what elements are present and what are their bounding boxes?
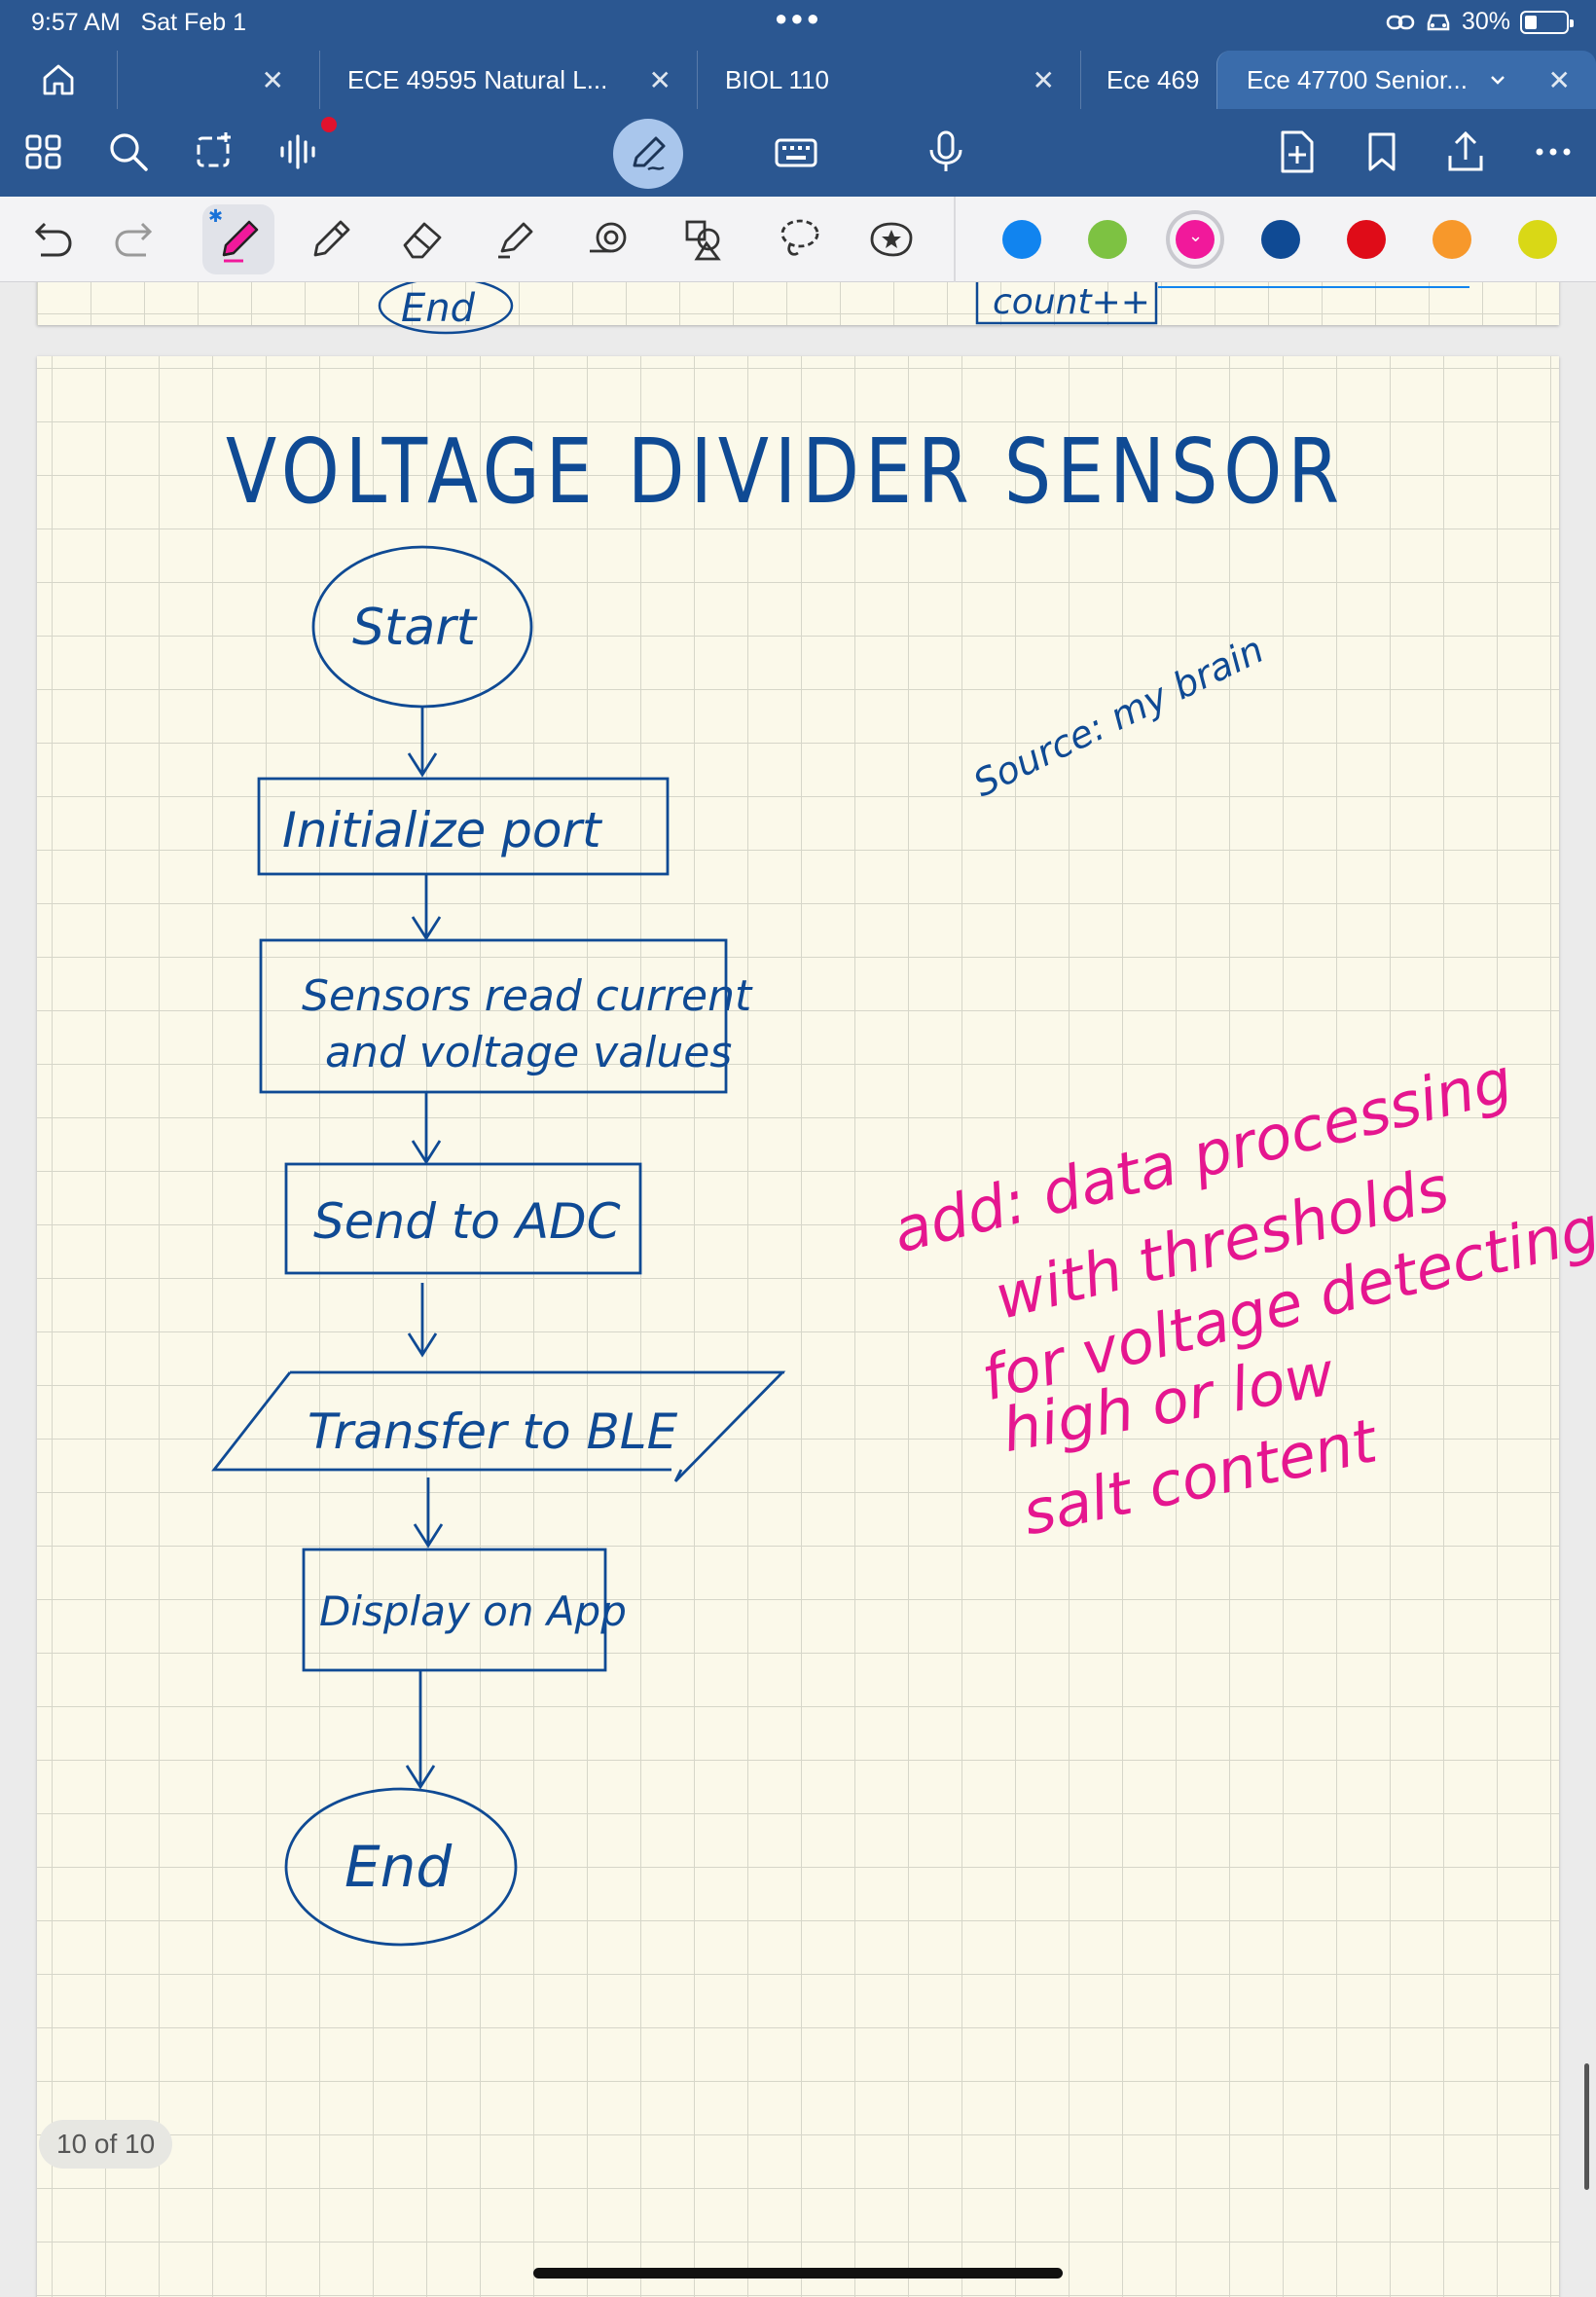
tab-biol-110[interactable]: BIOL 110 ✕ (697, 51, 1080, 109)
tab-ece-469[interactable]: Ece 469 (1080, 51, 1215, 109)
color-swatch-yellow[interactable] (1518, 220, 1557, 259)
status-date: Sat Feb 1 (140, 9, 246, 36)
pen-tool-active[interactable]: ✱ (202, 204, 274, 274)
pen-toolbar: ✱ ⌄ (0, 197, 1596, 282)
app-chrome: 9:57 AM Sat Feb 1 ●●● 30% ✕ ECE 49595 Na… (0, 0, 1596, 197)
toolbar-divider (954, 197, 956, 282)
tab-close-icon[interactable]: ✕ (1547, 65, 1571, 95)
flow-step-display (302, 1548, 607, 1672)
keyboard-icon[interactable] (773, 128, 819, 175)
flow-step-display-label: Display on App (319, 1587, 627, 1635)
lasso-icon[interactable] (775, 214, 825, 265)
tab-ece-47700[interactable]: Ece 47700 Senior... ✕ (1216, 51, 1596, 109)
sticker-icon[interactable] (866, 214, 917, 265)
tab-label: Ece 469 (1106, 64, 1200, 94)
status-time: 9:57 AM Sat Feb 1 (31, 9, 246, 36)
add-page-icon[interactable] (1273, 128, 1320, 175)
handwriting-layer: End count++ VOLTAGE DIVIDER SENSOR Sourc… (211, 282, 1596, 1947)
share-icon[interactable] (1442, 128, 1489, 175)
flow-arrow (407, 1283, 438, 1358)
battery-icon (1520, 10, 1574, 34)
microphone-icon[interactable] (923, 128, 969, 175)
flow-arrow (413, 1477, 444, 1549)
redo-icon[interactable] (111, 214, 162, 265)
select-transform-icon[interactable] (191, 128, 237, 175)
bookmark-icon[interactable] (1359, 128, 1405, 175)
color-swatch-blue[interactable] (1002, 220, 1041, 259)
flow-arrow (411, 1092, 442, 1165)
tape-icon[interactable] (584, 214, 635, 265)
tab-label: BIOL 110 (725, 64, 829, 94)
prev-end-label: End (401, 286, 476, 331)
search-icon[interactable] (105, 128, 152, 175)
pencil-icon[interactable] (306, 214, 356, 265)
flow-io-transfer (211, 1370, 786, 1482)
chevron-down-icon[interactable] (1488, 70, 1507, 90)
current-page[interactable] (37, 356, 1559, 2297)
eraser-icon[interactable] (397, 214, 448, 265)
color-swatch-navy[interactable] (1261, 220, 1300, 259)
page-indicator: 10 of 10 (39, 2120, 173, 2169)
battery-percent: 30% (1461, 8, 1510, 35)
tab-bar: ✕ ECE 49595 Natural L... ✕ BIOL 110 ✕ Ec… (0, 51, 1596, 109)
tab-ece-49595[interactable]: ECE 49595 Natural L... ✕ (319, 51, 697, 109)
flow-end-oval (284, 1787, 518, 1947)
page-title: VOLTAGE DIVIDER SENSOR (226, 419, 1345, 524)
more-icon[interactable] (1530, 128, 1577, 175)
flow-step-init-label: Initialize port (282, 802, 603, 858)
bluetooth-icon: ✱ (208, 206, 224, 226)
color-swatch-orange[interactable] (1433, 220, 1471, 259)
tab-close-icon[interactable]: ✕ (1032, 65, 1055, 95)
highlighter-icon[interactable] (490, 214, 541, 265)
notebook-canvas[interactable]: End count++ VOLTAGE DIVIDER SENSOR Sourc… (0, 282, 1596, 2297)
car-icon (1427, 14, 1450, 30)
flow-start-label: Start (352, 599, 478, 657)
previous-page[interactable] (37, 282, 1559, 325)
prev-count-label: count++ (993, 282, 1150, 322)
flow-end-label: End (345, 1834, 453, 1900)
flow-step-init-port (257, 777, 670, 876)
tab-close-icon[interactable]: ✕ (261, 65, 284, 95)
undo-icon[interactable] (25, 214, 76, 265)
main-toolbar (0, 109, 1596, 197)
chevron-down-icon: ⌄ (1188, 226, 1204, 245)
pen-icon (222, 220, 259, 263)
color-swatch-red[interactable] (1347, 220, 1386, 259)
flow-io-transfer-label: Transfer to BLE (308, 1404, 678, 1460)
status-bar: 9:57 AM Sat Feb 1 ●●● 30% (0, 0, 1596, 47)
scrollbar[interactable] (1584, 2063, 1589, 2190)
tab-label: Ece 47700 Senior... (1247, 64, 1468, 94)
pen-mode-button[interactable] (613, 119, 683, 189)
flow-arrow (407, 707, 438, 778)
audio-wave-icon[interactable] (276, 128, 323, 175)
prev-count-box (975, 282, 1158, 325)
flow-step-adc (284, 1162, 642, 1275)
flow-step-sensors-line2: and voltage values (325, 1028, 732, 1077)
tab-close-icon[interactable]: ✕ (648, 65, 671, 95)
recording-dot-icon (321, 117, 337, 132)
tab-label: ECE 49595 Natural L... (347, 64, 608, 94)
status-indicators: 30% (1386, 8, 1574, 36)
link-icon (1386, 15, 1415, 29)
flow-arrow (405, 1670, 436, 1790)
source-note: Source: my brain (966, 628, 1270, 805)
apps-grid-icon[interactable] (21, 128, 68, 175)
tab-blank[interactable]: ✕ (117, 51, 309, 109)
color-swatch-green[interactable] (1088, 220, 1127, 259)
home-icon[interactable] (39, 60, 78, 99)
flow-arrow (411, 874, 442, 941)
flow-step-adc-label: Send to ADC (313, 1193, 621, 1250)
home-indicator[interactable] (533, 2268, 1063, 2279)
color-swatch-pink[interactable]: ⌄ (1176, 220, 1215, 259)
flow-step-sensors (259, 938, 728, 1094)
pen-mode-icon (633, 136, 666, 171)
multitasking-dots-icon[interactable]: ●●● (775, 6, 822, 30)
prev-end-oval (378, 282, 514, 335)
shapes-icon[interactable] (679, 214, 730, 265)
flow-step-sensors-line1: Sensors read current (302, 971, 753, 1021)
